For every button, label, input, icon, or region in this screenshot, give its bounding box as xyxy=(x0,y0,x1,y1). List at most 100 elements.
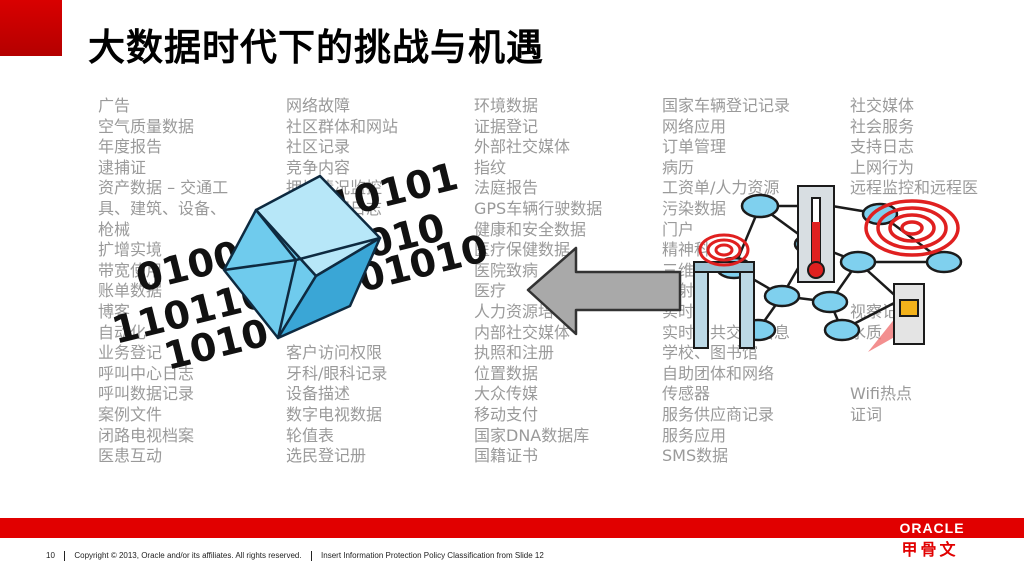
data-source-item xyxy=(850,343,978,364)
data-source-item xyxy=(286,302,398,323)
data-source-item: 账单数据 xyxy=(98,281,163,301)
data-source-item: 精神科 xyxy=(662,240,711,260)
data-source-item: 业务登记 xyxy=(98,343,163,363)
data-source-item: 实时 xyxy=(662,301,695,321)
data-source-item: 门户 xyxy=(662,219,695,239)
data-source-item: 资产数据 – 交通工 xyxy=(98,178,229,198)
data-source-item: 牙科/眼科记录 xyxy=(286,363,388,383)
data-source-item: 社会服务 xyxy=(850,116,915,136)
data-source-item: 网络应用 xyxy=(662,116,727,136)
data-source-item: 法庭报告 xyxy=(474,178,539,198)
data-source-item: 网络故障 xyxy=(286,96,351,115)
slide-title: 大数据时代下的挑战与机遇 xyxy=(88,26,544,69)
title-accent-bar xyxy=(0,0,62,56)
data-source-column-2: 网络故障社区群体和网站社区记录竞争内容拥堵情况监控内容访问日志 客户访问权限牙科… xyxy=(286,96,398,467)
data-source-item xyxy=(850,240,978,261)
data-source-item: 逮捕证 xyxy=(98,157,147,177)
data-source-item: 移动支付 xyxy=(474,404,539,424)
data-source-item: 扩增实境 xyxy=(98,240,163,260)
data-source-item: 国籍证书 xyxy=(474,446,539,466)
data-source-column-5: 社交媒体社会服务支持日志上网行为远程监控和远程医 视察记水质 Wifi热点证词 xyxy=(850,96,978,426)
data-source-item: 客户访问权限 xyxy=(286,343,383,363)
data-source-item: 设备描述 xyxy=(286,384,351,404)
data-source-item: 竞争内容 xyxy=(286,157,351,177)
data-source-item: 自动化 xyxy=(98,322,147,342)
data-source-item: 年度报告 xyxy=(98,137,163,157)
data-source-item: 远程监控和远程医 xyxy=(850,178,979,198)
data-source-item: 带宽使用 xyxy=(98,260,163,280)
data-source-item: 位置数据 xyxy=(474,363,539,383)
data-source-item: 国家DNA数据库 xyxy=(474,425,590,445)
data-source-item: 博客 xyxy=(98,301,131,321)
footer: 10 Copyright © 2013, Oracle and/or its a… xyxy=(46,551,544,561)
data-source-item xyxy=(850,364,978,385)
data-source-item: 服务供应商记录 xyxy=(662,404,775,424)
data-source-item: 环境数据 xyxy=(474,96,539,115)
data-source-item: 社交媒体 xyxy=(850,96,915,115)
data-source-item: 证据登记 xyxy=(474,116,539,136)
data-source-item: 学校、图书馆 xyxy=(662,343,759,363)
data-source-item xyxy=(850,220,978,241)
data-source-item: 人力资源培训 xyxy=(474,301,571,321)
page-number: 10 xyxy=(46,551,55,561)
data-source-item xyxy=(286,281,398,302)
data-source-item: 医疗 xyxy=(474,281,507,301)
data-source-item: 空气质量数据 xyxy=(98,116,195,136)
data-source-item xyxy=(286,240,398,261)
oracle-logo: ORACLE 甲骨文 xyxy=(899,520,964,559)
data-source-item: 工资单/人力资源 xyxy=(662,178,780,198)
data-source-item: 社区群体和网站 xyxy=(286,116,399,136)
data-source-item: 呼叫中心日志 xyxy=(98,363,195,383)
data-source-item: 污染数据 xyxy=(662,198,727,218)
data-source-item: 执照和注册 xyxy=(474,343,555,363)
data-source-column-4: 国家车辆登记记录网络应用订单管理病历工资单/人力资源污染数据门户精神科三维放射实… xyxy=(662,96,790,467)
oracle-logo-cn-text: 甲骨文 xyxy=(901,540,958,559)
data-source-item: 选民登记册 xyxy=(286,446,367,466)
classification-text: Insert Information Protection Policy Cla… xyxy=(321,551,544,561)
data-source-item: 订单管理 xyxy=(662,137,727,157)
data-source-item: 内部社交媒体 xyxy=(474,322,571,342)
data-source-item: 指纹 xyxy=(474,157,507,177)
data-source-item: 国家车辆登记记录 xyxy=(662,96,791,115)
data-source-item: GPS车辆行驶数据 xyxy=(474,198,603,218)
data-source-item: 呼叫数据记录 xyxy=(98,384,195,404)
data-source-item: 枪械 xyxy=(98,219,131,239)
data-source-item: 视察记 xyxy=(850,301,899,321)
data-source-item: 广告 xyxy=(98,96,131,115)
data-source-item: 医院致病 xyxy=(474,260,539,280)
footer-divider xyxy=(310,551,312,561)
footer-divider xyxy=(64,551,66,561)
data-source-item: 病历 xyxy=(662,157,695,177)
data-source-item xyxy=(286,261,398,282)
data-source-item: 上网行为 xyxy=(850,157,915,177)
data-source-item xyxy=(850,281,978,302)
data-source-item: 医疗保健数据 xyxy=(474,240,571,260)
data-source-item: 服务应用 xyxy=(662,425,727,445)
data-source-item xyxy=(286,220,398,241)
data-source-item xyxy=(850,261,978,282)
data-source-item: 社区记录 xyxy=(286,137,351,157)
data-source-item: 具、建筑、设备、 xyxy=(98,198,227,218)
data-source-item: 闭路电视档案 xyxy=(98,425,195,445)
data-source-item xyxy=(286,323,398,344)
data-source-item: SMS数据 xyxy=(662,446,729,466)
data-source-item: 放射 xyxy=(662,281,695,301)
data-source-item: 支持日志 xyxy=(850,137,915,157)
data-source-item: Wifi热点 xyxy=(850,384,912,404)
data-source-item: 自助团体和网络 xyxy=(662,363,775,383)
data-source-item: 内容访问日志 xyxy=(286,198,383,218)
data-source-item: 外部社交媒体 xyxy=(474,137,571,157)
data-source-item: 拥堵情况监控 xyxy=(286,178,383,198)
data-source-item xyxy=(850,199,978,220)
data-source-item: 健康和安全数据 xyxy=(474,219,587,239)
data-source-item: 实时公共交通信息 xyxy=(662,322,791,342)
data-source-item: 大众传媒 xyxy=(474,384,539,404)
data-source-item: 三维 xyxy=(662,260,695,280)
copyright-text: Copyright © 2013, Oracle and/or its affi… xyxy=(74,551,302,561)
data-source-column-1: 广告空气质量数据年度报告逮捕证资产数据 – 交通工具、建筑、设备、枪械扩增实境带… xyxy=(98,96,228,467)
data-source-item: 证词 xyxy=(850,404,883,424)
oracle-logo-text: ORACLE xyxy=(899,520,964,536)
footer-accent-bar xyxy=(0,518,1024,538)
data-source-item: 水质 xyxy=(850,322,883,342)
